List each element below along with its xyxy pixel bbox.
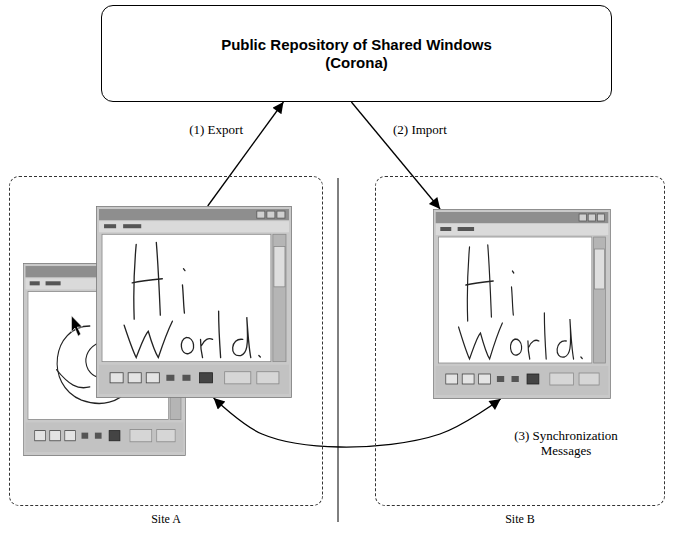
- site-divider: [338, 178, 339, 522]
- handwriting-stroke: [544, 313, 546, 359]
- window-illustration: [96, 206, 292, 398]
- window-frame: [97, 207, 292, 398]
- tool-field: [130, 430, 152, 442]
- tool-button: [128, 373, 141, 383]
- window-illustration: [433, 209, 611, 399]
- tool-button: [497, 376, 504, 382]
- handwriting-stroke: [233, 317, 251, 357]
- tool-button: [479, 374, 491, 384]
- tool-button: [200, 373, 213, 383]
- menu-item: [123, 224, 141, 228]
- tool-bar: [436, 366, 609, 395]
- tool-button: [166, 375, 174, 381]
- menu-item: [440, 227, 451, 231]
- handwriting-stroke: [56, 370, 89, 388]
- handwriting-stroke: [512, 271, 513, 273]
- tool-bar: [99, 365, 289, 394]
- tool-button: [50, 431, 61, 441]
- site-label: Site B: [376, 512, 664, 526]
- tool-field: [225, 372, 251, 384]
- tool-field: [157, 430, 175, 442]
- window-frame: [433, 210, 610, 399]
- mouse-cursor: [71, 316, 82, 336]
- handwriting-stroke: [557, 319, 573, 359]
- menu-bar: [99, 221, 289, 232]
- tool-field: [579, 373, 599, 385]
- tool-button: [95, 433, 102, 439]
- menu-item: [104, 224, 116, 228]
- tool-button: [110, 373, 123, 383]
- menu-item: [46, 281, 61, 285]
- title-button: [277, 211, 285, 218]
- site-region: Site A: [9, 176, 323, 506]
- handwriting-stroke: [459, 323, 503, 359]
- title-button: [579, 214, 586, 221]
- tool-button: [35, 431, 46, 441]
- site-label: Site A: [10, 512, 322, 526]
- scroll-thumb: [274, 246, 285, 286]
- handwriting-stroke: [183, 269, 185, 271]
- scrollbar: [594, 237, 606, 363]
- connector-arrow: [208, 102, 284, 206]
- scroll-thumb: [595, 249, 605, 289]
- tool-button: [109, 431, 120, 441]
- handwriting-stroke: [528, 340, 539, 359]
- tool-button: [65, 431, 76, 441]
- handwriting-stroke: [512, 287, 514, 315]
- drawing-canvas: [438, 237, 591, 363]
- handwriting-stroke: [511, 339, 522, 355]
- tool-button: [82, 433, 89, 439]
- app-window: [433, 209, 611, 399]
- menu-item: [30, 281, 40, 285]
- tool-button: [512, 376, 519, 382]
- title-bar: [436, 212, 609, 223]
- menu-bar: [436, 224, 609, 235]
- tool-button: [462, 374, 474, 384]
- handwriting-stroke: [259, 356, 261, 358]
- handwriting-stroke: [466, 281, 493, 285]
- tool-field: [550, 373, 574, 385]
- handwriting-stroke: [581, 357, 582, 359]
- tool-button: [182, 375, 190, 381]
- title-button: [267, 211, 275, 218]
- connector-arrow: [351, 102, 440, 209]
- tool-field: [257, 372, 279, 384]
- handwriting-stroke: [181, 337, 193, 353]
- title-button: [597, 214, 604, 221]
- title-button: [257, 211, 265, 218]
- edge-label: (2) Import: [393, 122, 473, 137]
- tool-button: [146, 373, 159, 383]
- menu-item: [458, 227, 474, 231]
- drawing-canvas: [102, 234, 271, 361]
- tool-button: [527, 374, 539, 384]
- scrollbar: [273, 234, 286, 361]
- handwriting-stroke: [132, 279, 162, 283]
- tool-bar: [26, 422, 184, 451]
- handwriting-stroke: [182, 285, 184, 313]
- tool-button: [446, 374, 458, 384]
- edge-label: (1) Export: [150, 122, 243, 137]
- handwriting-stroke: [124, 321, 172, 357]
- handwriting-stroke: [219, 311, 221, 357]
- edge-label: (3) Synchronization Messages: [505, 428, 627, 458]
- repository-box: Public Repository of Shared Windows (Cor…: [101, 5, 612, 102]
- app-window: [96, 206, 292, 398]
- connector-arrow: [214, 398, 501, 447]
- repository-title: Public Repository of Shared Windows (Cor…: [207, 36, 507, 72]
- title-button: [588, 214, 595, 221]
- handwriting-stroke: [201, 339, 213, 358]
- title-bar: [99, 209, 289, 220]
